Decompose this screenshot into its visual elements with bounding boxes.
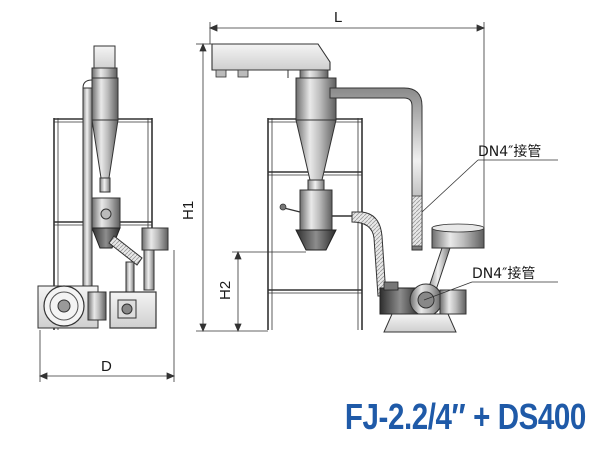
dimension-h2 <box>232 250 306 333</box>
front-flex-hose <box>351 211 387 297</box>
dimension-l <box>208 22 486 228</box>
dimension-d-label: D <box>101 358 112 375</box>
front-frame <box>267 118 363 330</box>
front-cyclone-body <box>295 77 337 121</box>
dimension-l-label: L <box>334 9 342 26</box>
model-title: FJ-2.2/4″ + DS400 <box>344 396 586 437</box>
side-filter <box>141 227 169 251</box>
front-view: L H1 H2 DN4″接管 DN4″接管 <box>180 9 558 333</box>
dimension-h2-label: H2 <box>217 281 234 300</box>
front-separator <box>299 189 333 231</box>
dimension-h1 <box>196 42 268 333</box>
side-blower-wheel <box>37 285 107 329</box>
callout-lower-pipe: DN4″接管 <box>472 265 535 282</box>
front-blower <box>379 281 467 333</box>
side-cyclone-cone <box>91 119 119 179</box>
side-vertical-pipe <box>82 87 93 289</box>
side-view: D <box>37 45 176 382</box>
side-cyclone-body <box>91 77 119 121</box>
side-top-box <box>93 45 116 71</box>
dimension-h1-label: H1 <box>180 201 197 220</box>
callout-leaders <box>421 159 558 301</box>
front-cyclone-cone <box>295 119 337 181</box>
side-diagonal-pipe <box>108 235 143 266</box>
dimension-d <box>38 250 176 382</box>
front-top-hood <box>211 43 331 71</box>
side-motor-box <box>109 291 157 329</box>
callout-upper-pipe: DN4″接管 <box>478 143 541 160</box>
